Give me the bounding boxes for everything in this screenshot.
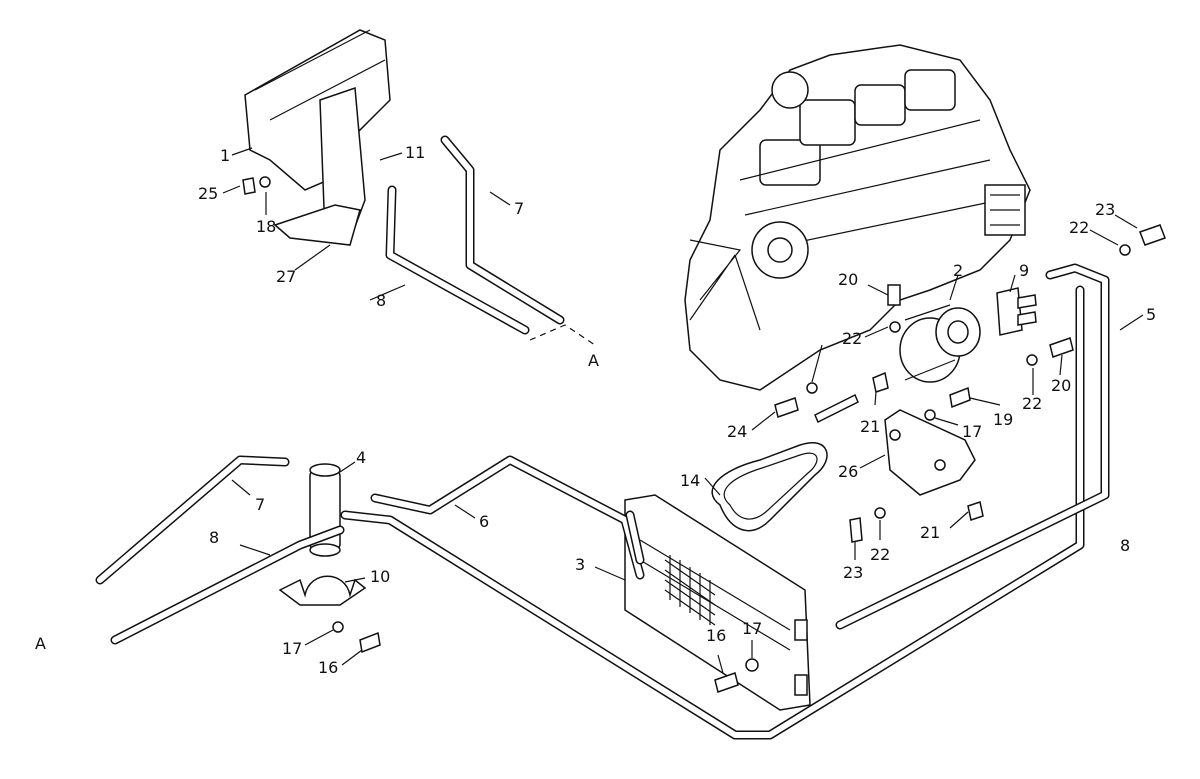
callout-label: 22 [1069,218,1089,237]
callout-label: 9 [1019,261,1029,280]
callout-label: 22 [842,329,862,348]
callout-label: 22 [1022,394,1042,413]
condenser [624,494,811,711]
drive-belt [711,442,828,532]
callout-label: 8 [1120,536,1130,555]
callout-label: 22 [870,545,890,564]
callout-label: 2 [953,261,963,280]
callout-label: 8 [376,291,386,310]
callout-label: 21 [920,523,940,542]
callout-label: 26 [838,462,858,481]
callout-label: 7 [255,495,265,514]
callout-label: A [588,351,599,370]
drier-clamp [278,575,367,606]
callout-label: 16 [706,626,726,645]
callout-label: 17 [742,619,762,638]
callout-label: 17 [962,422,982,441]
callout-label: 6 [479,512,489,531]
callout-labels: 1 11 7 25 18 27 8 A 23 22 2 9 20 5 22 22… [35,143,1156,677]
mounting-plate [273,204,361,246]
engine-illustration [684,44,1031,391]
callout-label: 27 [276,267,296,286]
callout-label: 19 [993,410,1013,429]
callout-label: A [35,634,46,653]
callout-label: 14 [680,471,700,490]
leader-lines [222,147,1144,674]
callout-label: 25 [198,184,218,203]
callout-label: 24 [727,422,747,441]
condenser-grid [664,555,716,626]
callout-label: 16 [318,658,338,677]
callout-label: 21 [860,417,880,436]
expansion-valve [996,287,1037,336]
callout-label: 23 [843,563,863,582]
callout-label: 8 [209,528,219,547]
callout-label: 23 [1095,200,1115,219]
callout-label: 4 [356,448,366,467]
compressor-bracket [884,409,976,496]
callout-label: 7 [514,199,524,218]
callout-label: 18 [256,217,276,236]
callout-label: 17 [282,639,302,658]
fasteners [242,176,1166,693]
callout-label: 3 [575,555,585,574]
callout-label: 11 [405,143,425,162]
callout-label: 20 [1051,376,1071,395]
compressor [899,304,981,383]
callout-label: 5 [1146,305,1156,324]
callout-label: 1 [220,146,230,165]
callout-label: 10 [370,567,390,586]
hoses [95,135,1110,740]
callout-label: 20 [838,270,858,289]
evaporator-unit [244,29,391,241]
